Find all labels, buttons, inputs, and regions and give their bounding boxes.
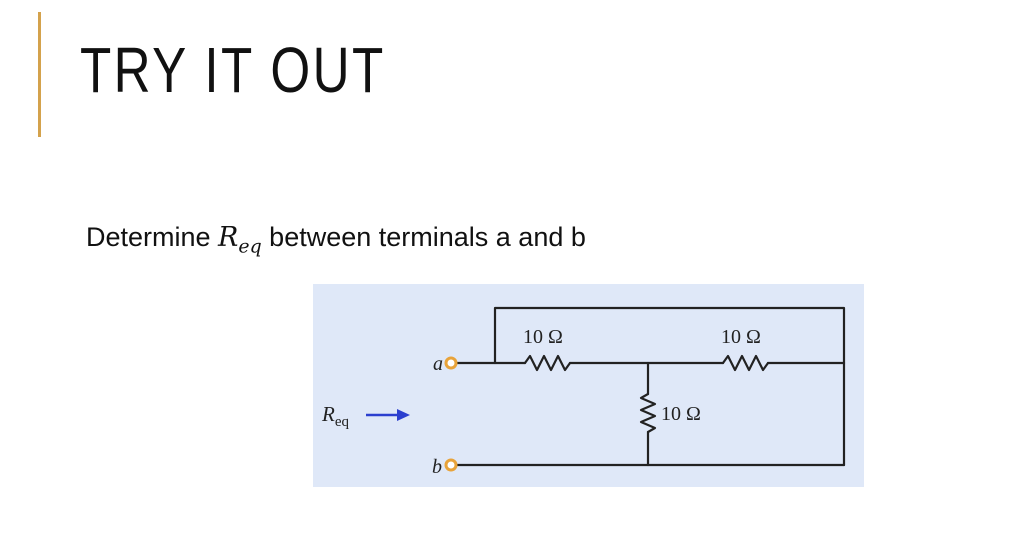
circuit-diagram: a b 10 Ω 10 Ω 10 Ω Req [313,284,864,487]
terminal-a-label: a [433,353,443,375]
accent-bar [38,12,41,137]
question-text: Determine Req between terminals a and b [86,224,586,257]
left-resistor-label: 10 Ω [523,326,563,348]
question-prefix: Determine [86,222,219,252]
question-suffix: between terminals a and b [261,222,586,252]
circuit-background [313,284,864,487]
top-bypass-wire [493,306,846,365]
req-label-symbol: R [321,402,335,426]
terminal-b [444,458,458,472]
req-math: Req [218,222,262,256]
shunt-resistor [639,392,657,434]
req-label-subscript: eq [335,414,350,430]
left-resistor [523,354,572,372]
right-resistor [721,354,770,372]
terminal-a [444,356,458,370]
req-math-symbol: R [218,222,239,253]
req-label: Req [321,402,349,430]
slide-title: TRY IT OUT [80,34,386,106]
right-resistor-label: 10 Ω [721,326,761,348]
req-math-subscript: eq [238,235,262,258]
terminal-b-label: b [432,456,442,478]
shunt-resistor-label: 10 Ω [661,403,701,425]
req-arrow-head [397,409,410,421]
